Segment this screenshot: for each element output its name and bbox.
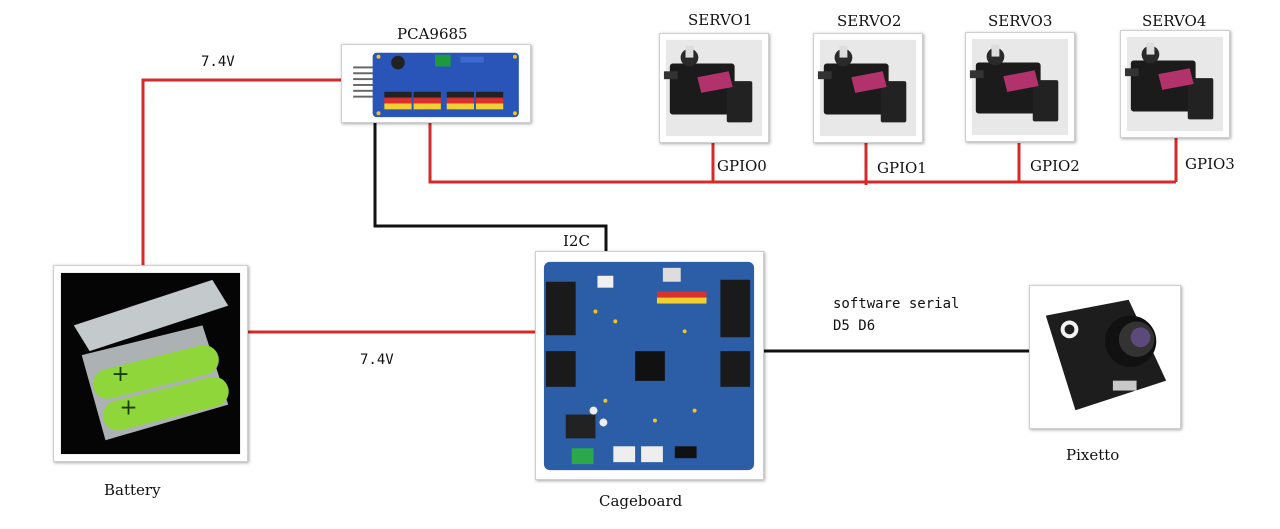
cageboard-image [543, 261, 755, 471]
servo2-image [817, 39, 917, 137]
pca9685-label: PCA9685 [397, 25, 468, 43]
pixetto-card [1029, 285, 1181, 429]
servo3-gpio-label: GPIO2 [1030, 157, 1080, 175]
servo4-gpio-label: GPIO3 [1185, 155, 1235, 173]
servo4-label: SERVO4 [1142, 12, 1207, 30]
battery-cageboard-voltage-label: 7.4V [360, 352, 394, 368]
wire-i2c [373, 121, 608, 252]
servo4-card [1120, 30, 1230, 138]
serial-label-line2: D5 D6 [833, 318, 876, 334]
wire-pca9685-servo-bus [428, 123, 1176, 184]
i2c-label: I2C [563, 232, 590, 250]
servo1-label: SERVO1 [688, 11, 753, 29]
pca9685-board-image [349, 48, 523, 120]
svg-text:+: + [119, 395, 137, 420]
battery-pca-voltage-label: 7.4V [201, 54, 235, 70]
servo2-card [813, 33, 923, 143]
servo1-card [659, 33, 769, 143]
pixetto-label: Pixetto [1066, 446, 1120, 464]
servo2-label: SERVO2 [837, 12, 902, 30]
servo2-gpio-label: GPIO1 [877, 159, 927, 177]
servo4-image [1124, 36, 1224, 132]
cageboard-label: Cageboard [599, 492, 683, 510]
servo1-gpio-label: GPIO0 [717, 157, 767, 175]
battery-label: Battery [104, 481, 161, 499]
servo3-image [969, 38, 1069, 136]
cageboard-card [535, 251, 764, 480]
svg-text:+: + [111, 362, 129, 387]
pca9685-card [341, 44, 531, 123]
pixetto-image [1035, 291, 1175, 423]
wire-battery-pca9685 [141, 78, 341, 268]
servo3-card [965, 32, 1075, 142]
battery-image: + + [60, 272, 241, 455]
battery-card: + + [53, 265, 248, 462]
servo1-image [663, 39, 763, 137]
servo3-label: SERVO3 [988, 12, 1053, 30]
serial-label-line1: software serial [833, 296, 960, 312]
